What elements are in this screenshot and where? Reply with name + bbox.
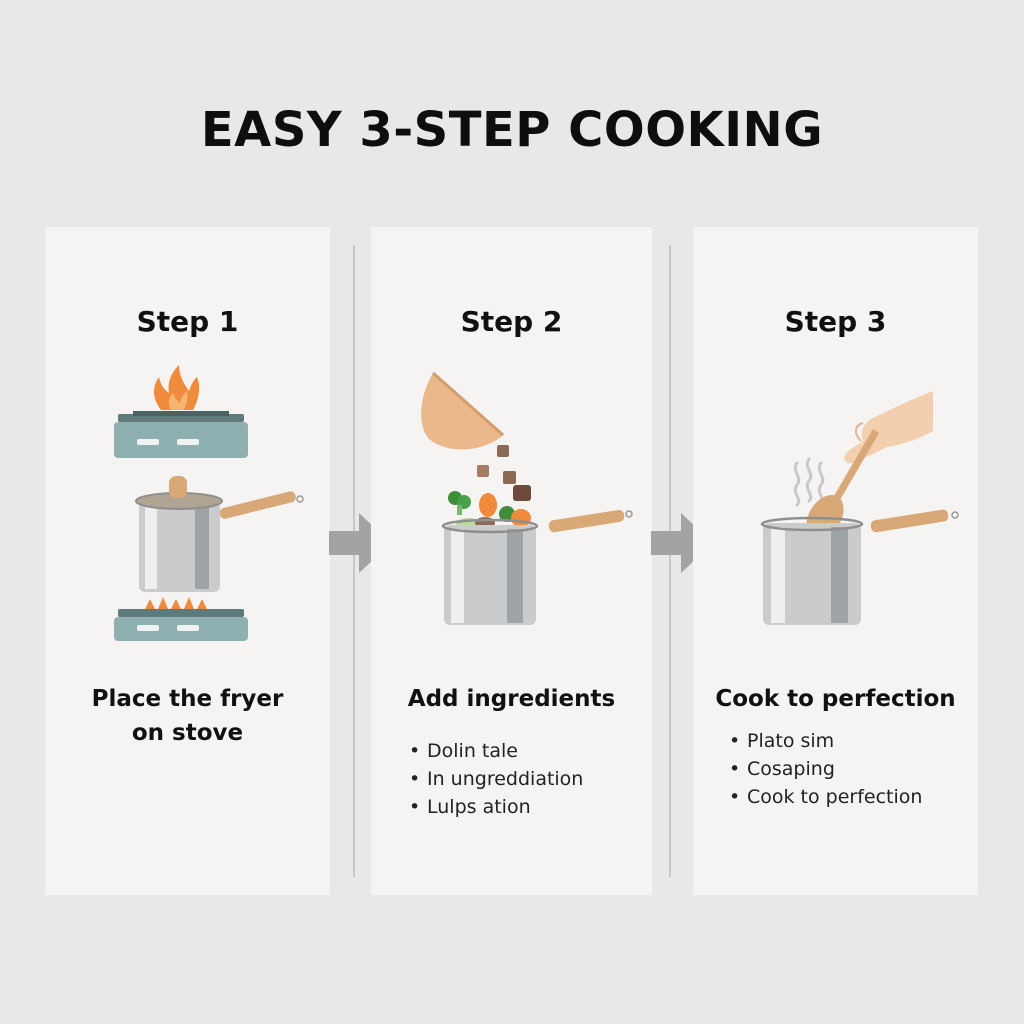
step-1-title: Step 1 xyxy=(136,305,239,338)
saucepan-icon xyxy=(135,476,304,592)
step-1-illustration xyxy=(114,365,304,641)
steam-icon xyxy=(793,457,825,507)
saucepan-icon xyxy=(441,509,633,625)
flame-icon xyxy=(145,597,207,609)
arrow-right-icon xyxy=(651,513,713,573)
step-3-title: Step 3 xyxy=(784,305,887,338)
caption-line: Place the fryer xyxy=(91,686,284,712)
step-2-illustration xyxy=(421,371,633,625)
page-title: EASY 3-STEP COOKING xyxy=(200,102,824,158)
step-2-title: Step 2 xyxy=(460,305,563,338)
flame-icon xyxy=(154,365,200,410)
list-item: In ungreddiation xyxy=(409,765,583,793)
caption-line: Cook to perfection xyxy=(715,686,956,712)
step-2-bullet-list: Dolin tale In ungreddiation Lulps ation xyxy=(409,737,583,821)
step-3-panel: Step 3 Cook to perfection xyxy=(693,227,978,895)
bowl-icon xyxy=(421,371,504,450)
step-3-illustration xyxy=(760,391,959,625)
step-3-caption: Cook to perfection xyxy=(693,682,978,716)
step-3-bullet-list: Plato sim Cosaping Cook to perfection xyxy=(729,727,922,811)
vegetables-icon xyxy=(448,445,531,530)
list-item: Cosaping xyxy=(729,755,922,783)
list-item: Dolin tale xyxy=(409,737,583,765)
step-1-caption: Place the fryer on stove xyxy=(45,682,330,750)
list-item: Cook to perfection xyxy=(729,783,922,811)
gas-stove-icon xyxy=(114,411,248,458)
list-item: Lulps ation xyxy=(409,793,583,821)
list-item: Plato sim xyxy=(729,727,922,755)
caption-line: Add ingredients xyxy=(407,686,616,712)
step-1-panel: Step 1 xyxy=(45,227,330,895)
panel-divider xyxy=(353,245,355,877)
hand-icon xyxy=(844,391,933,464)
panel-divider xyxy=(669,245,671,877)
gas-stove-icon xyxy=(114,609,248,641)
step-2-panel: Step 2 xyxy=(371,227,652,895)
step-2-caption: Add ingredients xyxy=(371,682,652,716)
caption-line: on stove xyxy=(131,720,244,746)
saucepan-icon xyxy=(760,509,959,625)
arrow-right-icon xyxy=(329,513,391,573)
